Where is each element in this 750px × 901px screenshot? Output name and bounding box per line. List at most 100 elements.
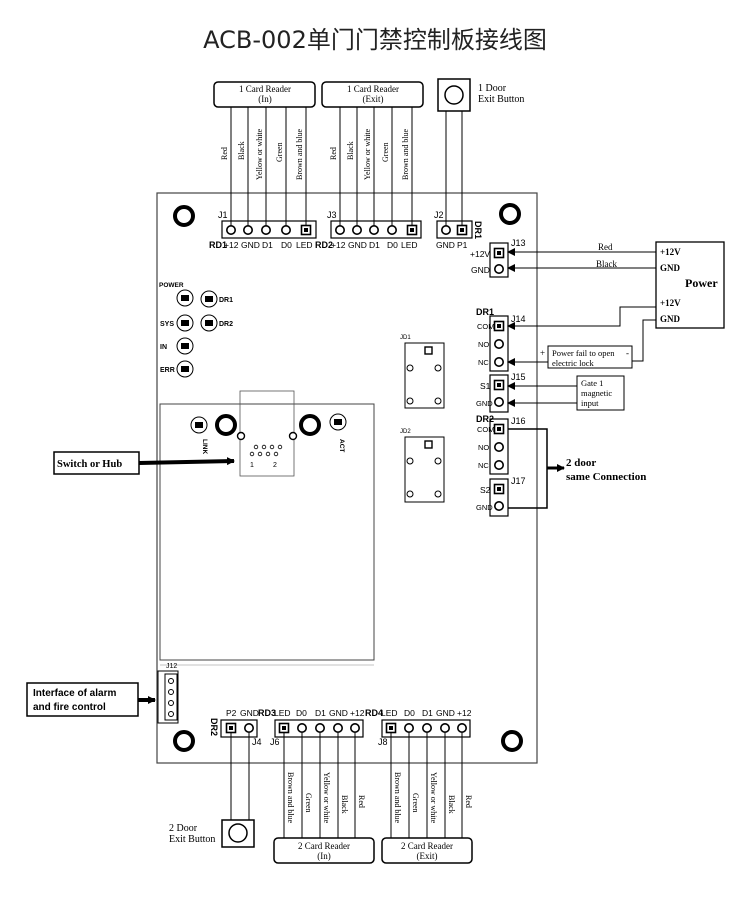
rd1-label: RD1: [209, 240, 227, 250]
svg-text:DR1: DR1: [219, 297, 233, 304]
svg-text:+12V: +12V: [660, 247, 681, 257]
j4-label: J4: [252, 737, 262, 747]
reader-2-exit-sub: (Exit): [417, 851, 438, 861]
svg-text:+12V: +12V: [470, 249, 490, 259]
reader-1-in-title: 1 Card Reader: [239, 84, 291, 94]
svg-text:and fire control: and fire control: [33, 702, 106, 713]
reader-2-exit-title: 2 Card Reader: [401, 841, 453, 851]
connector-j4: P2 GND DR2 J4: [209, 708, 262, 747]
svg-text:D1: D1: [262, 240, 273, 250]
relay-jd2: JD2: [400, 429, 445, 503]
wire-label-red: Red: [357, 795, 366, 808]
svg-text:D1: D1: [422, 708, 433, 718]
svg-text:magnetic: magnetic: [581, 388, 612, 398]
svg-text:ACT: ACT: [338, 439, 345, 452]
j1-label: J1: [218, 210, 228, 220]
rd4-label: RD4: [365, 708, 383, 718]
svg-text:+12: +12: [457, 708, 472, 718]
connector-j6: RD3 LED D0 D1 GND +12 J6: [258, 708, 365, 747]
card-reader-2-in: 2 Card Reader (In): [273, 837, 375, 864]
dr2-vertical-label: DR2: [209, 718, 219, 736]
j3-label: J3: [327, 210, 337, 220]
svg-text:Interface of alarm: Interface of alarm: [33, 688, 116, 699]
power-wires: [507, 248, 656, 362]
wire-label-red: Red: [220, 147, 229, 160]
rd2-label: RD2: [315, 240, 333, 250]
svg-text:NC: NC: [478, 461, 489, 470]
reader-1-wire-labels: Red Black Yellow or white Green Brown an…: [220, 128, 304, 180]
svg-text:GND: GND: [476, 399, 493, 408]
svg-text:+12V: +12V: [660, 298, 681, 308]
connector-j16: DR2 J16 COM NO NC: [476, 414, 526, 475]
svg-text:Switch or Hub: Switch or Hub: [57, 459, 122, 470]
lock-plus: +: [540, 348, 545, 358]
door-2-label: 2 Door: [169, 823, 198, 834]
reader-1-exit-sub: (Exit): [363, 94, 384, 104]
svg-text:NC: NC: [478, 358, 489, 367]
j2-label: J2: [434, 210, 444, 220]
power-title: Power: [685, 276, 718, 290]
wire-label-green: Green: [411, 793, 420, 813]
door-2-exit-button: 2 Door Exit Button: [169, 733, 255, 848]
svg-text:S2: S2: [480, 485, 491, 495]
dr1-relay-label: DR1: [476, 307, 494, 317]
wire-label-yellow-white: Yellow or white: [363, 128, 372, 180]
svg-text:NO: NO: [478, 443, 489, 452]
wire-label-red-power: Red: [598, 242, 613, 252]
svg-text:Gate 1: Gate 1: [581, 378, 603, 388]
svg-text:GND: GND: [436, 240, 455, 250]
door-1-exit-label: Exit Button: [478, 94, 524, 105]
door-2-bracket: [508, 428, 565, 509]
svg-text:JD2: JD2: [400, 429, 411, 435]
led-in: [176, 337, 194, 355]
svg-text:LED: LED: [296, 240, 313, 250]
svg-text:Power fail to open: Power fail to open: [552, 348, 615, 358]
led-act: [329, 413, 347, 431]
wire-label-green: Green: [304, 793, 313, 813]
dr2-relay-label: DR2: [476, 414, 494, 424]
svg-text:LED: LED: [274, 708, 291, 718]
relay-jd1: JD1: [400, 335, 445, 409]
two-door-line1: 2 door: [566, 457, 596, 469]
svg-text:IN: IN: [160, 344, 167, 351]
svg-text:D0: D0: [281, 240, 292, 250]
svg-text:NO: NO: [478, 340, 489, 349]
rj45-pin-2: 2: [273, 462, 277, 469]
svg-text:+12: +12: [331, 240, 346, 250]
lock-minus: -: [626, 348, 629, 358]
wire-label-black: Black: [447, 795, 456, 814]
alarm-fire-interface: Interface of alarm and fire control: [26, 682, 156, 717]
dr1-vertical-label: DR1: [473, 221, 483, 239]
wire-label-brown-blue: Brown and blue: [393, 772, 402, 824]
svg-text:GND: GND: [476, 503, 493, 512]
svg-text:D1: D1: [369, 240, 380, 250]
svg-text:GND: GND: [348, 240, 367, 250]
connector-j14: DR1 J14 COM NO NC: [476, 307, 526, 372]
connector-j15: J15 S1 GND: [476, 372, 526, 413]
wire-label-yellow-white: Yellow or white: [322, 772, 331, 824]
svg-text:J12: J12: [166, 663, 177, 670]
wire-label-black: Black: [237, 141, 246, 160]
wire-label-brown-blue: Brown and blue: [286, 772, 295, 824]
door-1-label: 1 Door: [478, 83, 507, 94]
svg-text:electric lock: electric lock: [552, 358, 595, 368]
led-dr2: [200, 314, 218, 332]
svg-text:D0: D0: [387, 240, 398, 250]
svg-text:ERR: ERR: [160, 367, 175, 374]
connector-j12: J12: [157, 663, 179, 724]
switch-or-hub: Switch or Hub: [53, 451, 235, 475]
led-power: [176, 289, 194, 307]
wire-label-red: Red: [464, 795, 473, 808]
connector-j13: J13 +12V GND: [470, 238, 526, 278]
svg-text:P1: P1: [457, 240, 468, 250]
led-link: [190, 416, 208, 434]
svg-text:S1: S1: [480, 381, 491, 391]
svg-text:GND: GND: [471, 265, 490, 275]
reader-1-in-sub: (In): [258, 94, 272, 104]
wire-label-green: Green: [275, 142, 284, 162]
wire-label-brown-blue: Brown and blue: [295, 128, 304, 180]
svg-text:GND: GND: [240, 708, 259, 718]
reader-2-in-title: 2 Card Reader: [298, 841, 350, 851]
two-door-line2: same Connection: [566, 471, 646, 483]
wire-label-yellow-white: Yellow or white: [255, 128, 264, 180]
